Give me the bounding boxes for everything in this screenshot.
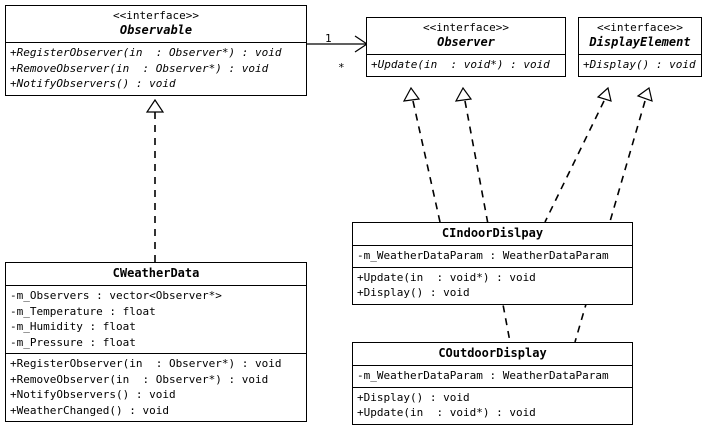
stereotype-label: <<interface>> xyxy=(112,9,200,22)
operation-row: +NotifyObservers() : void xyxy=(10,77,176,90)
class-name-label: Observable xyxy=(119,23,193,37)
operations-compartment-weather-data: +RegisterObserver(in : Observer*) : void… xyxy=(6,353,306,421)
operations-compartment-indoor-display: +Update(in : void*) : void +Display() : … xyxy=(353,266,632,304)
class-header-observer: <<interface>> Observer xyxy=(367,18,565,54)
attribute-row: -m_Humidity : float xyxy=(10,320,136,333)
operation-row: +Display() : void xyxy=(357,286,470,299)
multiplicity-target-label: * xyxy=(338,61,345,74)
operations-compartment-outdoor-display: +Display() : void +Update(in : void*) : … xyxy=(353,386,632,424)
operation-row: +Update(in : void*) : void xyxy=(357,270,536,284)
class-box-observable[interactable]: <<interface>> Observable +RegisterObserv… xyxy=(5,5,307,96)
class-name-label: CWeatherData xyxy=(112,266,200,280)
class-name-label: Observer xyxy=(437,35,495,49)
class-header-observable: <<interface>> Observable xyxy=(6,6,306,42)
realization-indoor-observer xyxy=(412,100,441,223)
class-header-outdoor-display: COutdoorDisplay xyxy=(353,343,632,365)
attribute-row: -m_WeatherDataParam : WeatherDataParam xyxy=(357,249,609,262)
operation-row: +Display() : void xyxy=(583,58,696,71)
hollow-triangle-icon xyxy=(636,86,653,102)
attribute-row: -m_Pressure : float xyxy=(10,335,136,349)
class-box-outdoor-display[interactable]: COutdoorDisplay -m_WeatherDataParam : We… xyxy=(352,342,633,425)
class-box-indoor-display[interactable]: CIndoorDislpay -m_WeatherDataParam : Wea… xyxy=(352,222,633,305)
class-box-display-element[interactable]: <<interface>> DisplayElement +Display() … xyxy=(578,17,702,77)
operation-row: +Display() : void xyxy=(357,390,470,404)
attribute-row: -m_Temperature : float xyxy=(10,304,156,318)
hollow-triangle-icon xyxy=(402,86,421,102)
class-box-weather-data[interactable]: CWeatherData -m_Observers : vector<Obser… xyxy=(5,262,307,422)
operations-compartment-observable: +RegisterObserver(in : Observer*) : void… xyxy=(6,42,306,95)
attributes-compartment-weather-data: -m_Observers : vector<Observer*> -m_Temp… xyxy=(6,285,306,353)
operations-compartment-display-element: +Display() : void xyxy=(579,54,701,76)
operation-row: +Update(in : void*) : void xyxy=(357,406,536,419)
operation-row: +RegisterObserver(in : Observer*) : void xyxy=(10,357,282,370)
operations-compartment-observer: +Update(in : void*) : void xyxy=(367,54,565,76)
operation-row: +WeatherChanged() : void xyxy=(10,403,169,417)
hollow-triangle-icon xyxy=(596,86,612,102)
operation-row: +RegisterObserver(in : Observer*) : void xyxy=(10,46,282,59)
attribute-row: -m_Observers : vector<Observer*> xyxy=(10,289,222,302)
class-box-observer[interactable]: <<interface>> Observer +Update(in : void… xyxy=(366,17,566,77)
class-name-label: DisplayElement xyxy=(589,35,691,49)
class-name-label: CIndoorDislpay xyxy=(441,226,544,240)
attributes-compartment-outdoor-display: -m_WeatherDataParam : WeatherDataParam xyxy=(353,365,632,387)
hollow-triangle-icon xyxy=(145,98,165,113)
stereotype-label: <<interface>> xyxy=(422,21,510,34)
operation-row: +NotifyObservers() : void xyxy=(10,388,176,401)
multiplicity-source-label: 1 xyxy=(325,32,332,45)
attribute-row: -m_WeatherDataParam : WeatherDataParam xyxy=(357,369,609,382)
hollow-triangle-icon xyxy=(454,86,473,102)
class-name-label: COutdoorDisplay xyxy=(438,346,547,360)
class-header-display-element: <<interface>> DisplayElement xyxy=(579,18,701,54)
stereotype-label: <<interface>> xyxy=(596,21,684,34)
class-header-indoor-display: CIndoorDislpay xyxy=(353,223,632,245)
class-header-weather-data: CWeatherData xyxy=(6,263,306,285)
operation-row: +RemoveObserver(in : Observer*) : void xyxy=(10,372,269,386)
operation-row: +Update(in : void*) : void xyxy=(371,58,550,71)
attributes-compartment-indoor-display: -m_WeatherDataParam : WeatherDataParam xyxy=(353,245,632,267)
realization-indoor-displayelement xyxy=(544,100,605,223)
operation-row: +RemoveObserver(in : Observer*) : void xyxy=(10,61,269,75)
